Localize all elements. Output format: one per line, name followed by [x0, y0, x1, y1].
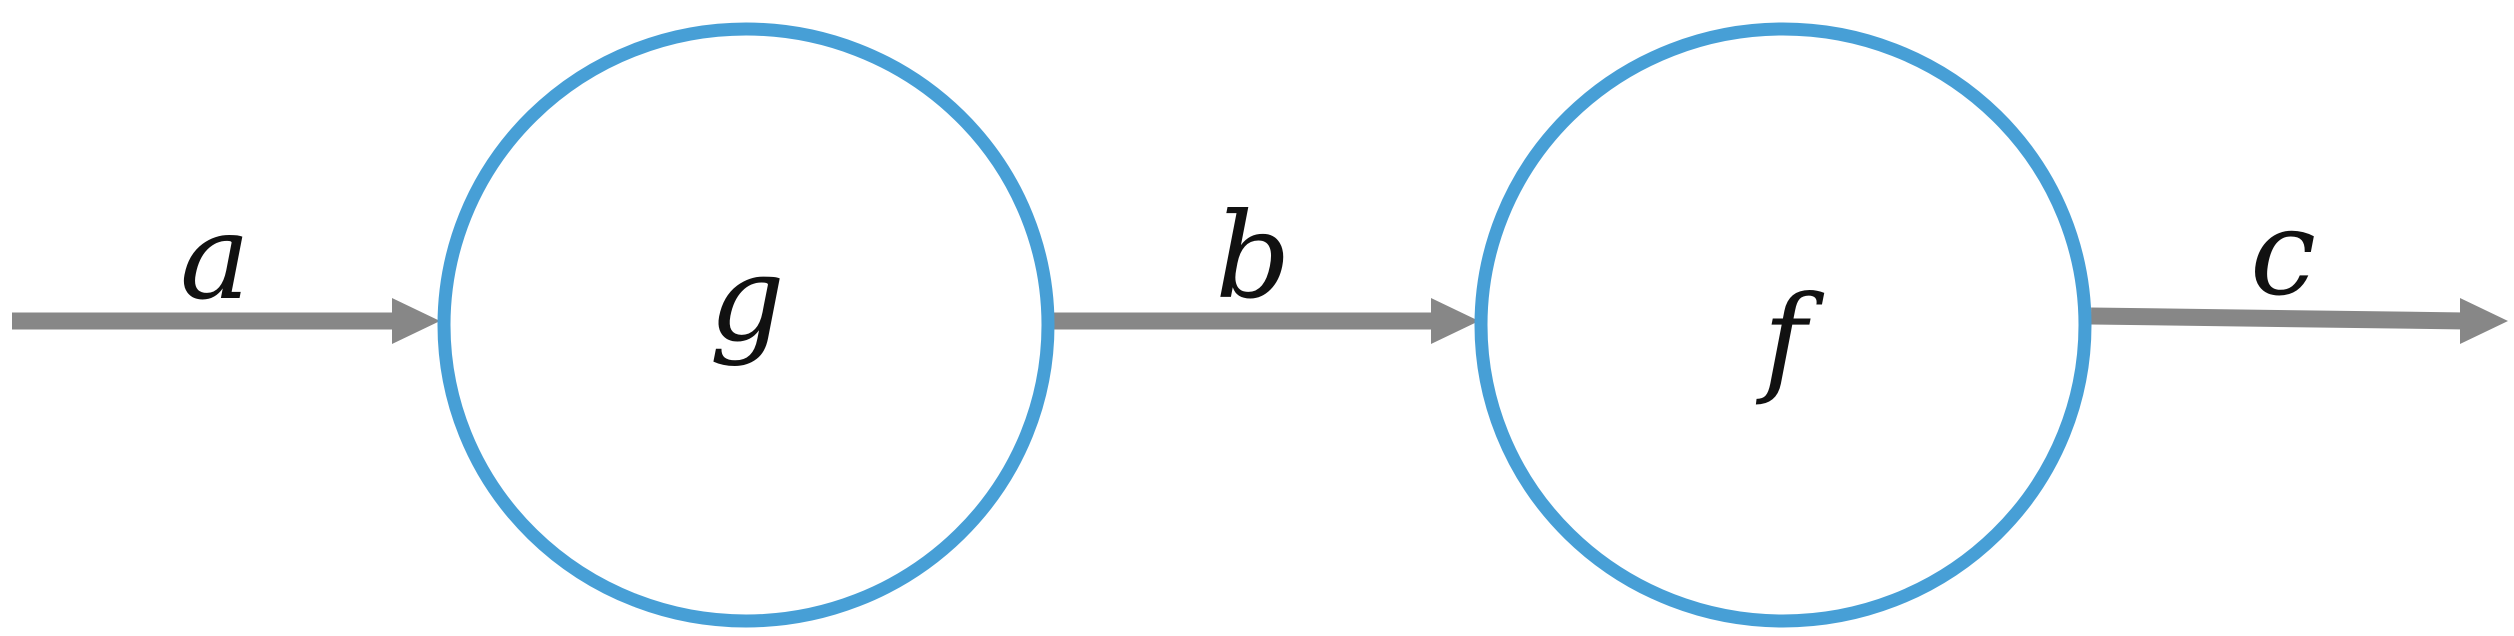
edge-c-line	[2090, 307, 2467, 330]
node-g	[437, 22, 1055, 628]
node-f-circle	[1474, 22, 2092, 628]
edge-c	[2090, 298, 2508, 344]
node-f	[1474, 22, 2092, 628]
edge-b	[1048, 298, 1479, 344]
edge-c-label: c	[2250, 184, 2316, 322]
edge-a-label: a	[180, 188, 250, 326]
node-g-label: g	[709, 230, 785, 368]
edge-a-arrowhead	[392, 298, 440, 344]
edge-c-arrowhead	[2460, 298, 2508, 344]
node-g-circle	[437, 22, 1055, 628]
edge-a	[12, 298, 440, 344]
edge-b-label: b	[1215, 187, 1291, 325]
edge-b-arrowhead	[1431, 298, 1479, 344]
